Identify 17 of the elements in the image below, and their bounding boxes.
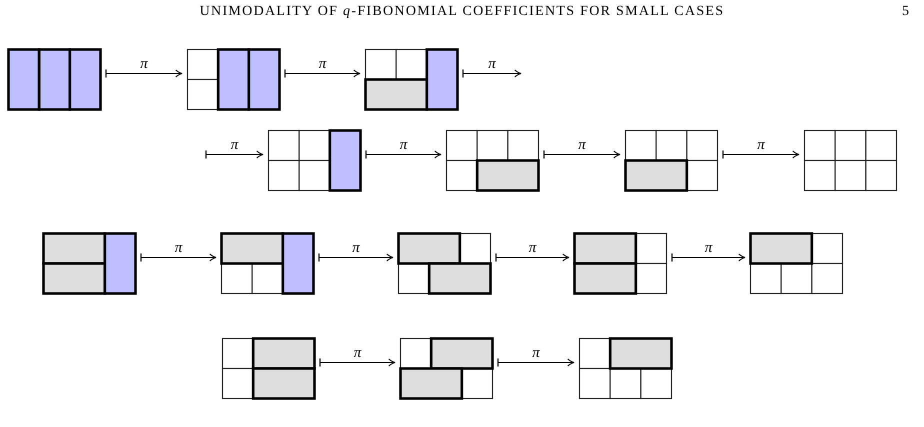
domino-tiling bbox=[445, 129, 540, 192]
domino-tiling bbox=[578, 337, 673, 400]
domino-tiling bbox=[397, 232, 492, 295]
running-header: UNIMODALITY OF q-FIBONOMIAL COEFFICIENTS FOR SMALL CASES bbox=[200, 3, 724, 21]
domino-tiling bbox=[186, 48, 281, 111]
domino-tiling bbox=[399, 337, 494, 400]
domino-tiling bbox=[42, 232, 137, 295]
domino-tiling bbox=[803, 129, 898, 192]
domino-tiling bbox=[7, 48, 102, 111]
page-number: 5 bbox=[902, 3, 909, 21]
domino-tiling bbox=[267, 129, 362, 192]
domino-tiling bbox=[364, 48, 459, 111]
domino-tiling bbox=[221, 337, 316, 400]
domino-tiling bbox=[573, 232, 668, 295]
domino-tiling bbox=[749, 232, 844, 295]
domino-tiling bbox=[624, 129, 719, 192]
domino-tiling bbox=[220, 232, 315, 295]
